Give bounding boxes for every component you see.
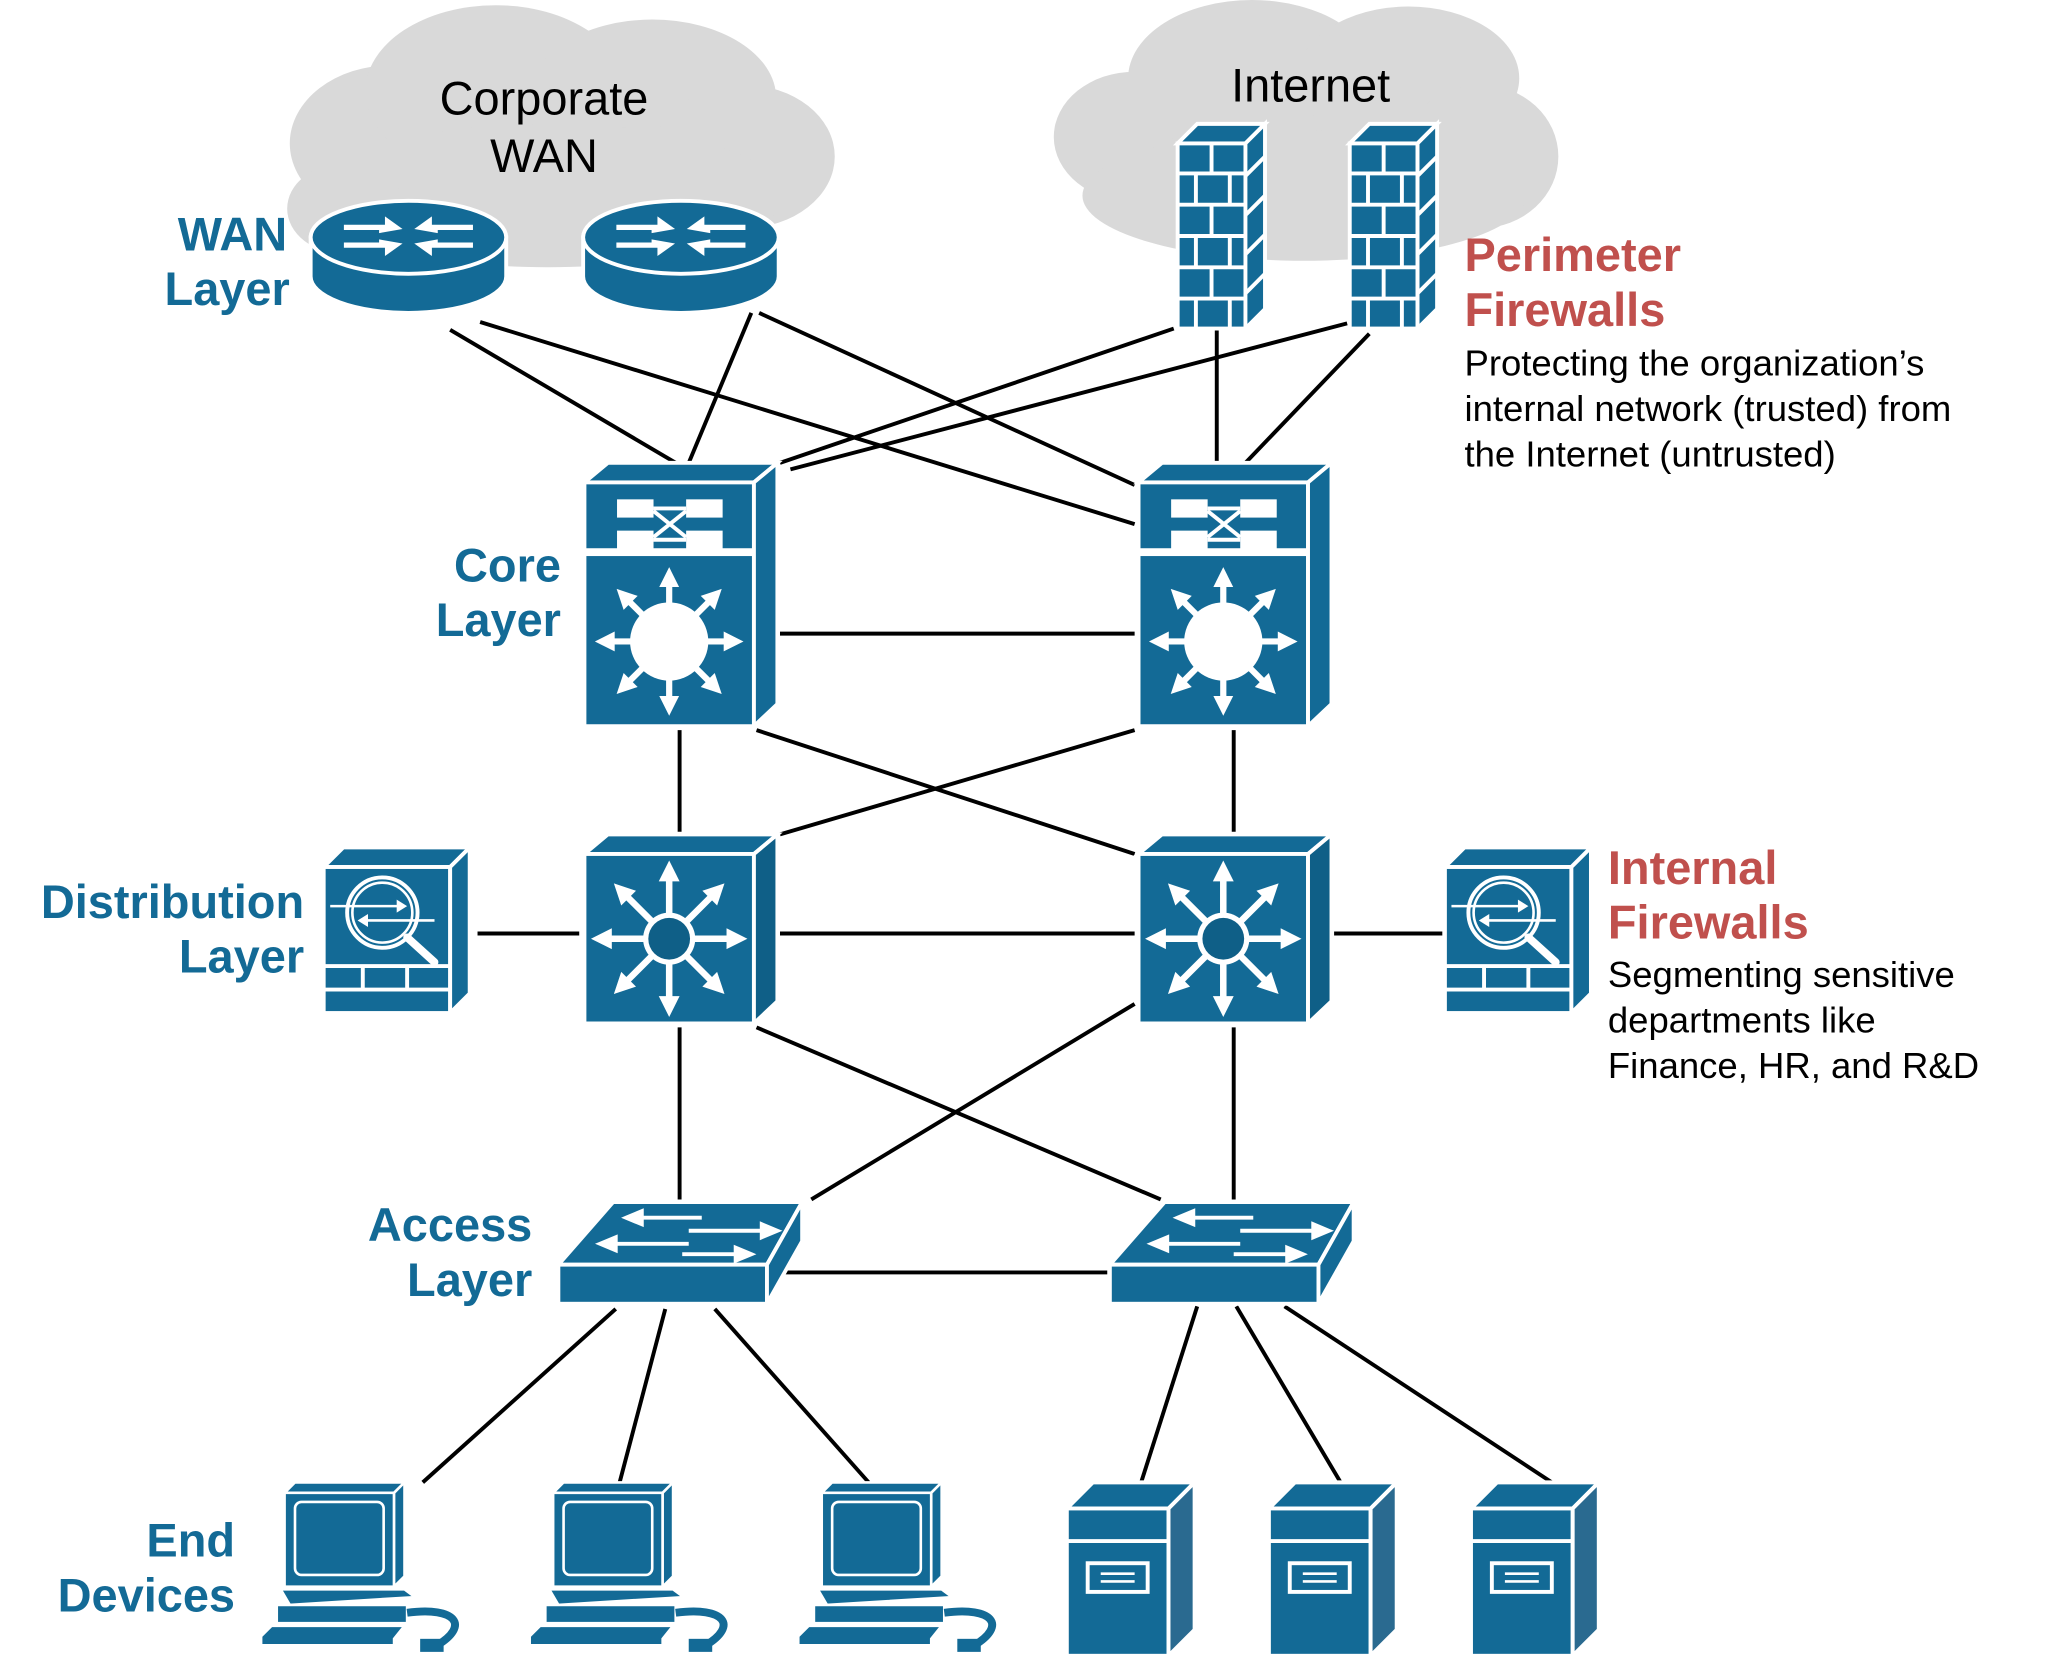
distribution-layer-label: Layer [179, 931, 304, 983]
core-layer-label: Layer [436, 594, 561, 646]
perimeter-firewalls-title: Firewalls [1464, 284, 1665, 336]
router-icon[interactable] [583, 201, 779, 313]
links [421, 311, 1553, 1485]
wan-layer-label: WAN [178, 208, 287, 260]
pc-icon[interactable] [530, 1482, 724, 1651]
internal-firewall-icon[interactable] [324, 847, 470, 1013]
access-switch-icon[interactable] [556, 1200, 805, 1306]
internal-description: Finance, HR, and R&D [1608, 1045, 1979, 1086]
internal-description: departments like [1608, 1000, 1876, 1041]
internal-description: Segmenting sensitive [1608, 954, 1955, 995]
distribution-layer-label: Distribution [41, 876, 304, 928]
firewall-icon[interactable] [1175, 121, 1267, 331]
core-layer-label: Core [454, 539, 561, 591]
perimeter-description: the Internet (untrusted) [1464, 434, 1835, 475]
core-switch-icon[interactable] [1139, 463, 1332, 726]
internal-firewall-icon[interactable] [1445, 847, 1591, 1013]
firewall-icon[interactable] [1347, 121, 1440, 331]
internal-firewalls-title: Internal [1608, 842, 1777, 894]
perimeter-description: internal network (trusted) from [1464, 388, 1951, 429]
cloud-label-corporate: Corporate [440, 73, 649, 125]
cloud-label-wan: WAN [490, 130, 598, 182]
perimeter-description: Protecting the organization’s [1464, 342, 1924, 383]
end-devices-label: Devices [58, 1569, 235, 1621]
internal-firewalls-title: Firewalls [1608, 897, 1809, 949]
end-devices-label: End [146, 1515, 235, 1567]
server-icon[interactable] [1064, 1480, 1197, 1658]
access-switch-icon[interactable] [1107, 1200, 1356, 1306]
access-layer-label: Access [368, 1199, 532, 1251]
access-layer-label: Layer [407, 1254, 532, 1306]
pc-icon[interactable] [798, 1482, 992, 1651]
perimeter-firewalls-title: Perimeter [1464, 229, 1680, 281]
internet-cloud [1053, 0, 1559, 261]
server-icon[interactable] [1266, 1480, 1399, 1658]
router-icon[interactable] [311, 201, 507, 313]
distribution-switch-icon[interactable] [584, 834, 777, 1023]
corporate-wan-cloud [287, 5, 835, 268]
wan-layer-label: Layer [165, 263, 290, 315]
distribution-switch-icon[interactable] [1139, 834, 1332, 1023]
pc-icon[interactable] [261, 1482, 455, 1651]
cloud-label-internet: Internet [1231, 60, 1390, 112]
core-switch-icon[interactable] [584, 463, 777, 726]
server-icon[interactable] [1469, 1480, 1601, 1658]
